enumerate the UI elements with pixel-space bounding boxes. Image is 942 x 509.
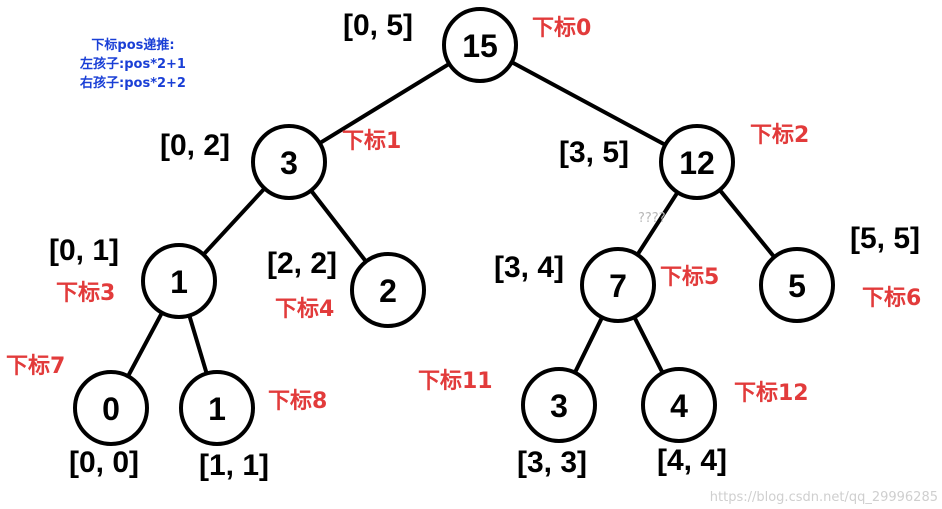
- node-value: 4: [670, 388, 688, 424]
- tree-edge: [309, 188, 368, 264]
- node-index-label: 下标7: [6, 353, 65, 379]
- node-index-label: 下标3: [56, 280, 115, 306]
- node-range-label: [3, 3]: [517, 446, 587, 479]
- tree-edge: [201, 186, 267, 257]
- node-index-label: 下标12: [734, 380, 809, 406]
- node-value: 12: [679, 145, 715, 181]
- node-value: 15: [462, 28, 498, 64]
- tree-node: 1 [1, 1] 下标8: [179, 370, 327, 482]
- tree-edge: [635, 190, 680, 257]
- node-circle: [141, 243, 217, 319]
- node-value: 2: [379, 273, 397, 309]
- tree-edges: [125, 60, 777, 379]
- tree-edge: [632, 315, 665, 375]
- tree-edge: [509, 60, 668, 147]
- tree-node: 2 [2, 2] 下标4: [267, 247, 426, 328]
- node-circle: [580, 247, 656, 323]
- node-value: 0: [102, 391, 120, 427]
- tree-edge: [572, 315, 605, 375]
- node-index-label: 下标4: [275, 296, 334, 322]
- node-circle: [641, 367, 717, 443]
- node-range-label: [3, 5]: [559, 136, 629, 169]
- tree-node: 3 [0, 2] 下标1: [160, 124, 401, 200]
- node-value: 1: [170, 264, 188, 300]
- node-value: 3: [550, 388, 568, 424]
- node-circle: [73, 370, 149, 446]
- tree-node: 12 [3, 5] 下标2: [559, 122, 809, 200]
- node-index-label: 下标8: [268, 388, 327, 414]
- node-range-label: [0, 1]: [49, 234, 119, 267]
- node-range-label: [4, 4]: [657, 444, 727, 477]
- node-circle: [759, 247, 835, 323]
- node-value: 1: [208, 391, 226, 427]
- tree-edge: [717, 187, 777, 260]
- tree-node: 15 [0, 5] 下标0: [343, 7, 591, 83]
- node-range-label: [0, 0]: [69, 446, 139, 479]
- node-range-label: [0, 2]: [160, 129, 230, 162]
- note-title: 下标pos递推:: [91, 38, 175, 53]
- tree-node: 1 [0, 1] 下标3: [49, 234, 217, 319]
- node-value: 3: [280, 145, 298, 181]
- node-index-label: 下标5: [660, 264, 719, 290]
- pos-recurrence-note: 下标pos递推: 左孩子:pos*2+1 右孩子:pos*2+2: [58, 36, 208, 93]
- node-range-label: [5, 5]: [850, 222, 920, 255]
- node-circle: [659, 124, 735, 200]
- node-circle: [350, 252, 426, 328]
- node-circle: [521, 367, 597, 443]
- node-value: 5: [788, 268, 806, 304]
- tree-node: 0 [0, 0] 下标7: [6, 353, 149, 479]
- stray-question-marks: ????: [638, 211, 666, 226]
- node-range-label: [0, 5]: [343, 9, 413, 42]
- node-range-label: [2, 2]: [267, 247, 337, 280]
- node-range-label: [3, 4]: [494, 251, 564, 284]
- tree-node: 3 [3, 3] 下标11: [418, 367, 597, 479]
- tree-edge: [187, 313, 209, 376]
- node-circle: [442, 7, 518, 83]
- tree-node: 5 [5, 5] 下标6: [759, 222, 921, 323]
- tree-node: 4 [4, 4] 下标12: [641, 367, 809, 477]
- tree-edge: [317, 61, 452, 146]
- node-circle: [251, 124, 327, 200]
- node-value: 7: [609, 268, 627, 304]
- watermark: https://blog.csdn.net/qq_29996285: [709, 490, 938, 505]
- node-range-label: [1, 1]: [199, 449, 269, 482]
- node-index-label: 下标1: [342, 128, 401, 154]
- note-right-child: 右孩子:pos*2+2: [80, 76, 186, 91]
- note-left-child: 左孩子:pos*2+1: [80, 57, 186, 72]
- node-index-label: 下标0: [532, 15, 591, 41]
- node-index-label: 下标2: [750, 122, 809, 148]
- node-circle: [179, 370, 255, 446]
- node-index-label: 下标11: [418, 368, 493, 394]
- tree-node: 7 [3, 4] 下标5: [494, 247, 719, 323]
- node-index-label: 下标6: [862, 285, 921, 311]
- tree-edge: [125, 310, 165, 379]
